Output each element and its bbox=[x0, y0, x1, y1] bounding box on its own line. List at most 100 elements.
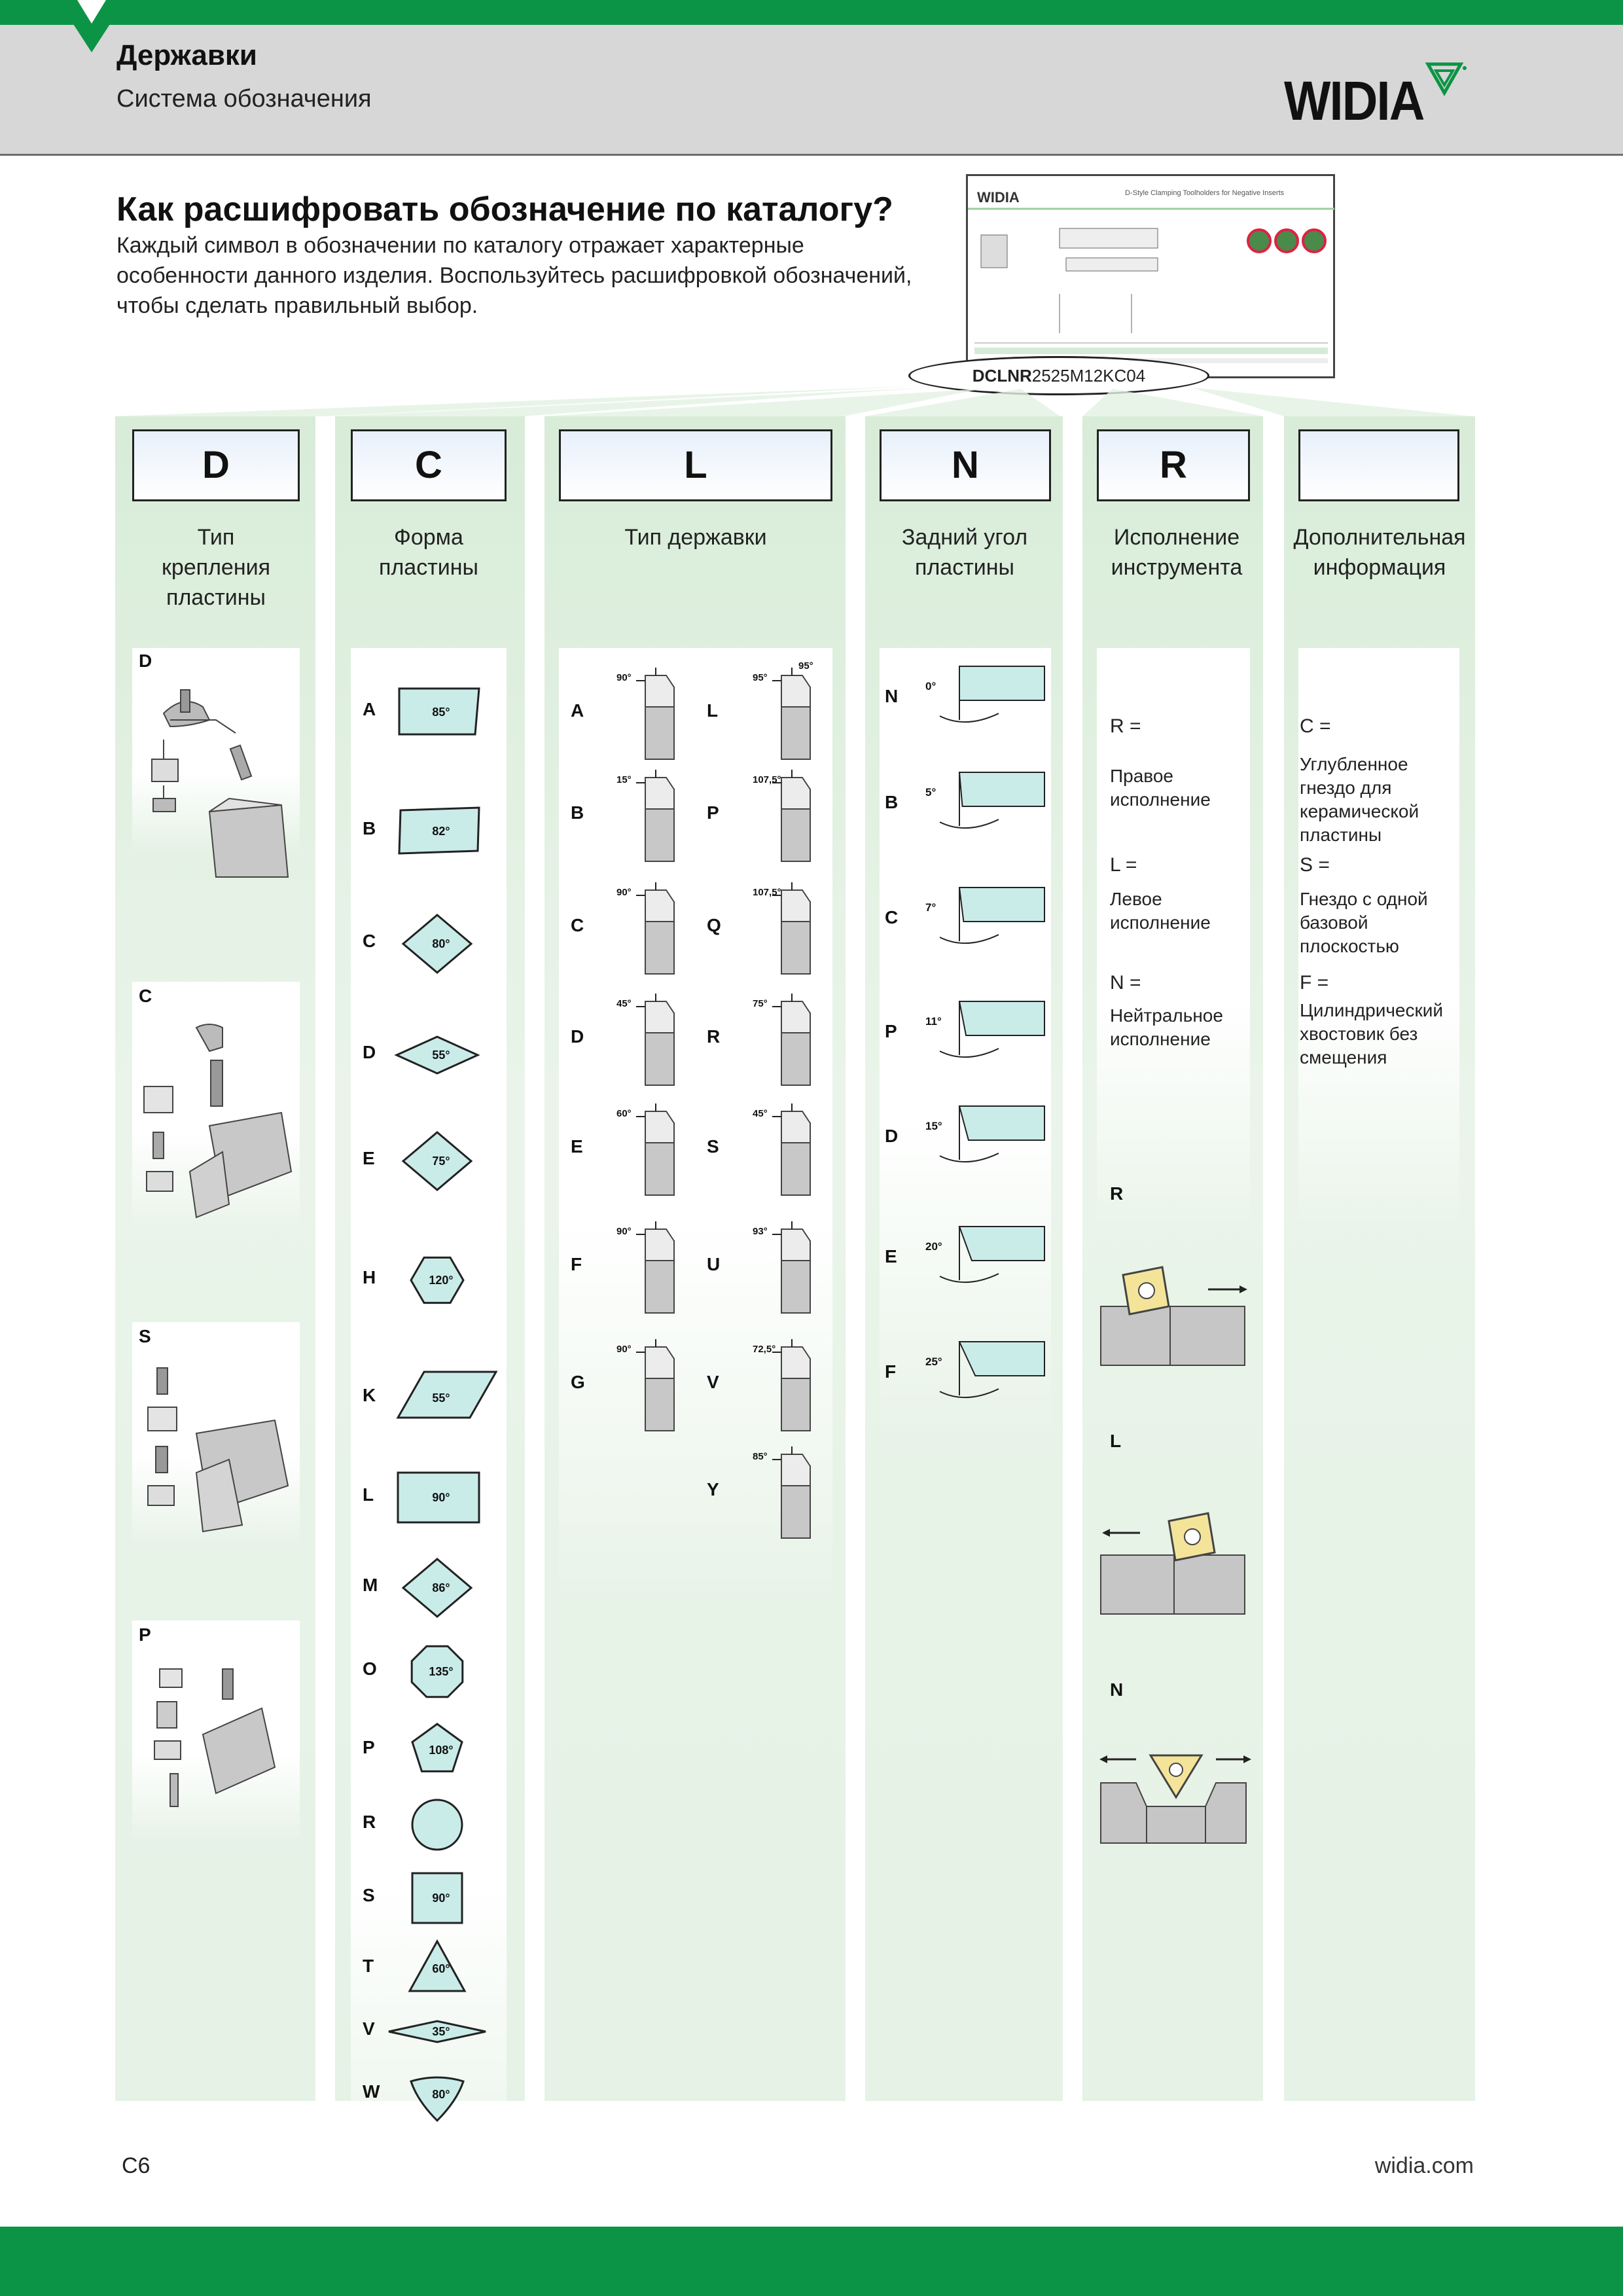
shape-letter: A bbox=[363, 699, 376, 719]
insert-shape-parallelogram-icon: 85° bbox=[398, 687, 480, 736]
extra-f-text: Цилиндрический хвостовик без смещения bbox=[1300, 1000, 1444, 1067]
shape-angle: 55° bbox=[432, 1049, 450, 1062]
clearance-letter: N bbox=[885, 686, 899, 706]
intro-text: Каждый символ в обозначении по каталогу … bbox=[116, 233, 912, 318]
label-holder-type: Тип державки bbox=[624, 525, 767, 550]
holder-angle: 85° bbox=[753, 1451, 768, 1462]
holder-angle: 90° bbox=[616, 1344, 632, 1355]
extra-c-code: C = bbox=[1300, 715, 1331, 737]
page-number: C6 bbox=[122, 2153, 151, 2178]
holder-angle: 90° bbox=[616, 887, 632, 898]
clamp-letter-s: S bbox=[139, 1326, 151, 1346]
hand-l-text: Левое исполнение bbox=[1110, 889, 1211, 933]
label-clamping: Тип крепления пластины bbox=[161, 525, 271, 610]
insert-shape-rhombus-icon: 35° bbox=[388, 2020, 486, 2043]
holder-angle: 107,5° bbox=[753, 887, 781, 898]
hand-r-text: Правое исполнение bbox=[1110, 766, 1211, 810]
clearance-angle-25-icon: 25° bbox=[925, 1341, 1045, 1398]
holder-type-e-icon: 60° bbox=[616, 1103, 675, 1196]
holder-letter: L bbox=[707, 700, 719, 721]
shape-letter: V bbox=[363, 2018, 375, 2039]
catalog-logo: WIDIA bbox=[977, 189, 1020, 206]
shape-letter: T bbox=[363, 1956, 374, 1976]
holder-type-r-icon: 75° bbox=[753, 994, 811, 1086]
insert-shape-octagon-icon: 135° bbox=[410, 1645, 464, 1698]
holder-type-y-icon: 85° bbox=[753, 1446, 811, 1539]
holder-angle: 93° bbox=[753, 1226, 768, 1237]
catalog-drawing bbox=[968, 207, 1334, 363]
clamp-d-exploded-view bbox=[151, 689, 289, 878]
holder-type-d-icon: 45° bbox=[616, 994, 675, 1086]
clearance-angle-11-icon: 11° bbox=[925, 1001, 1045, 1058]
insert-shape-rhombus-icon: 86° bbox=[401, 1558, 473, 1618]
shape-letter: P bbox=[363, 1737, 375, 1757]
clamp-letter-d: D bbox=[139, 651, 152, 671]
holder-letter: U bbox=[707, 1254, 721, 1274]
hand-l-code: L = bbox=[1110, 854, 1137, 876]
clearance-angle-15-icon: 15° bbox=[925, 1105, 1045, 1162]
extra-c-text: Углубленное гнездо для керамической плас… bbox=[1300, 754, 1419, 845]
clearance-letter: B bbox=[885, 792, 899, 812]
catalog-designation: DCLNR2525M12KC04 bbox=[908, 356, 1209, 395]
clearance-letter: F bbox=[885, 1361, 897, 1382]
hand-fig-n-letter: N bbox=[1110, 1679, 1124, 1700]
clearance-letter: C bbox=[885, 907, 899, 927]
hand-right-figure bbox=[1100, 1266, 1247, 1366]
holder-type-v-icon: 72,5° bbox=[753, 1339, 811, 1431]
holder-angle: 72,5° bbox=[753, 1344, 776, 1355]
holder-angle: 15° bbox=[616, 774, 632, 785]
hand-fig-r-letter: R bbox=[1110, 1183, 1124, 1204]
holder-type-b-icon: 15° bbox=[616, 770, 675, 862]
holder-type-f-icon: 90° bbox=[616, 1221, 675, 1314]
holder-type-g-icon: 90° bbox=[616, 1339, 675, 1431]
holder-letter: E bbox=[571, 1136, 583, 1157]
top-green-bar bbox=[0, 0, 1623, 25]
insert-shape-rhombus-icon: 75° bbox=[401, 1131, 473, 1191]
clearance-angle: 0° bbox=[925, 680, 936, 692]
shape-angle: 60° bbox=[432, 1962, 450, 1975]
hand-left-figure bbox=[1100, 1512, 1245, 1615]
insert-shape-pentagon-icon: 108° bbox=[411, 1723, 463, 1772]
shape-letter: O bbox=[363, 1659, 377, 1679]
holder-type-p-icon: 107,5° bbox=[753, 770, 811, 862]
code-box-extra bbox=[1298, 429, 1459, 501]
insert-shape-rectangle-icon: 90° bbox=[397, 1471, 480, 1524]
designation-bold: DCLNR bbox=[972, 366, 1032, 386]
holder-angle: 90° bbox=[616, 672, 632, 683]
hand-fig-l-letter: L bbox=[1110, 1431, 1122, 1451]
holder-angle: 90° bbox=[616, 1226, 632, 1237]
clamp-p-exploded-view bbox=[154, 1668, 276, 1807]
clamp-c-exploded-view bbox=[143, 1024, 293, 1219]
code-box-clearance: N bbox=[880, 429, 1051, 501]
shape-angle: 90° bbox=[432, 1892, 450, 1905]
extra-s-code: S = bbox=[1300, 854, 1330, 876]
hand-n-text: Нейтральное исполнение bbox=[1110, 1005, 1223, 1049]
holder-letter: V bbox=[707, 1372, 719, 1392]
clearance-letter: P bbox=[885, 1021, 897, 1041]
holder-angle: 95° bbox=[753, 672, 768, 683]
label-clearance: Задний угол пластины bbox=[901, 525, 1028, 580]
panel-hand bbox=[1097, 648, 1250, 1237]
shape-letter: K bbox=[363, 1385, 376, 1405]
clearance-letter: D bbox=[885, 1126, 899, 1146]
catalog-grade-dots bbox=[1244, 228, 1327, 257]
holder-letter: P bbox=[707, 802, 719, 823]
holder-type-c-icon: 90° bbox=[616, 882, 675, 975]
clamp-s-exploded-view bbox=[147, 1367, 289, 1533]
shape-letter: L bbox=[363, 1484, 374, 1505]
footer-url: widia.com bbox=[1374, 2153, 1474, 2178]
holder-type-s-icon: 45° bbox=[753, 1103, 811, 1196]
holder-angle: 45° bbox=[616, 998, 632, 1009]
shape-angle: 85° bbox=[432, 706, 450, 719]
shape-letter: E bbox=[363, 1148, 375, 1168]
holder-type-l-icon: 95°95° bbox=[753, 660, 813, 760]
shape-angle: 108° bbox=[429, 1744, 453, 1757]
shape-angle: 135° bbox=[429, 1665, 453, 1678]
hand-r-code: R = bbox=[1110, 715, 1141, 737]
shape-letter: B bbox=[363, 818, 376, 838]
clamp-letter-p: P bbox=[139, 1624, 151, 1645]
clearance-angle-7-icon: 7° bbox=[925, 887, 1045, 944]
holder-type-q-icon: 107,5° bbox=[753, 882, 811, 975]
holder-letter: A bbox=[571, 700, 584, 721]
clearance-letter: E bbox=[885, 1246, 897, 1266]
